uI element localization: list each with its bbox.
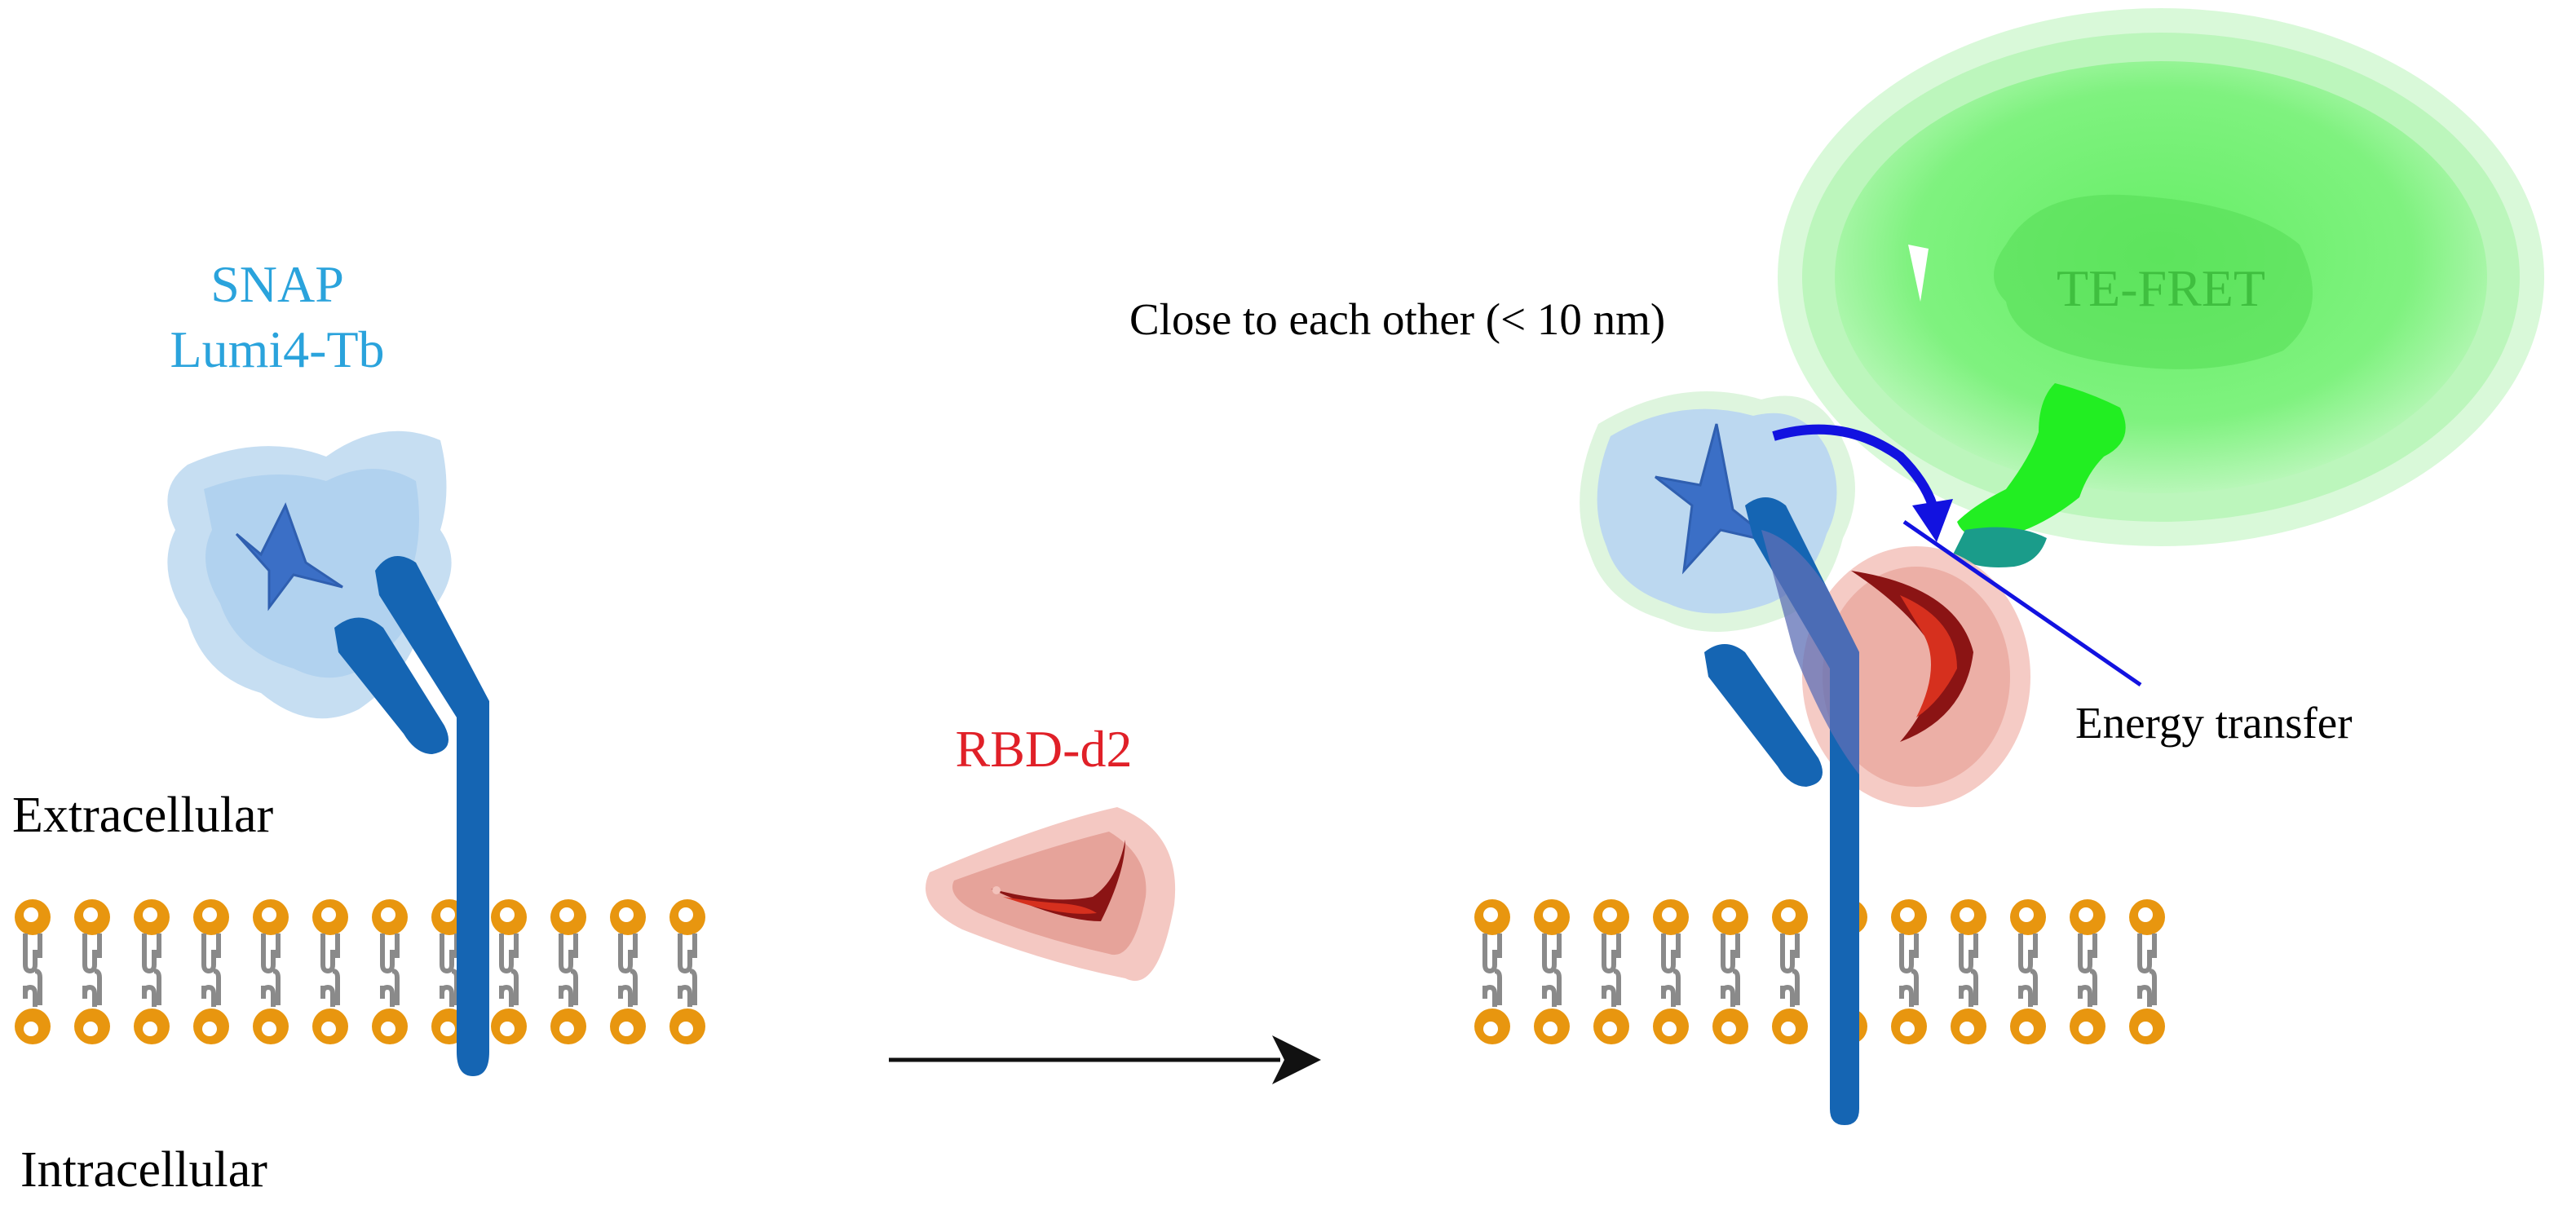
energy-transfer-label: Energy transfer [2075,698,2353,748]
rbd-d2-bound [1802,546,2030,807]
snap-label: SNAP [210,255,344,313]
energy-transfer-arrow [1772,424,2142,687]
extracellular-label: Extracellular [12,788,273,843]
acceptor-antibody [1953,383,2126,567]
te-fret-label: TE-FRET [2057,259,2265,317]
right-receptor [1704,497,1859,1125]
right-lumi4-tb-star [1655,423,1774,575]
left-receptor [334,556,489,1076]
close-to-each-other-label: Close to each other (< 10 nm) [1129,294,1665,344]
rbd-d2-label: RBD-d2 [956,720,1133,778]
lumi4-tb-label: Lumi4-Tb [170,320,384,378]
rbd-d2-free [926,807,1176,982]
left-lumi4-tb-star [235,502,343,611]
right-membrane [1474,899,2165,1044]
te-fret-glow [1778,8,2544,546]
reaction-arrow [889,1035,1321,1084]
left-membrane [15,899,705,1044]
intracellular-label: Intracellular [20,1142,267,1198]
